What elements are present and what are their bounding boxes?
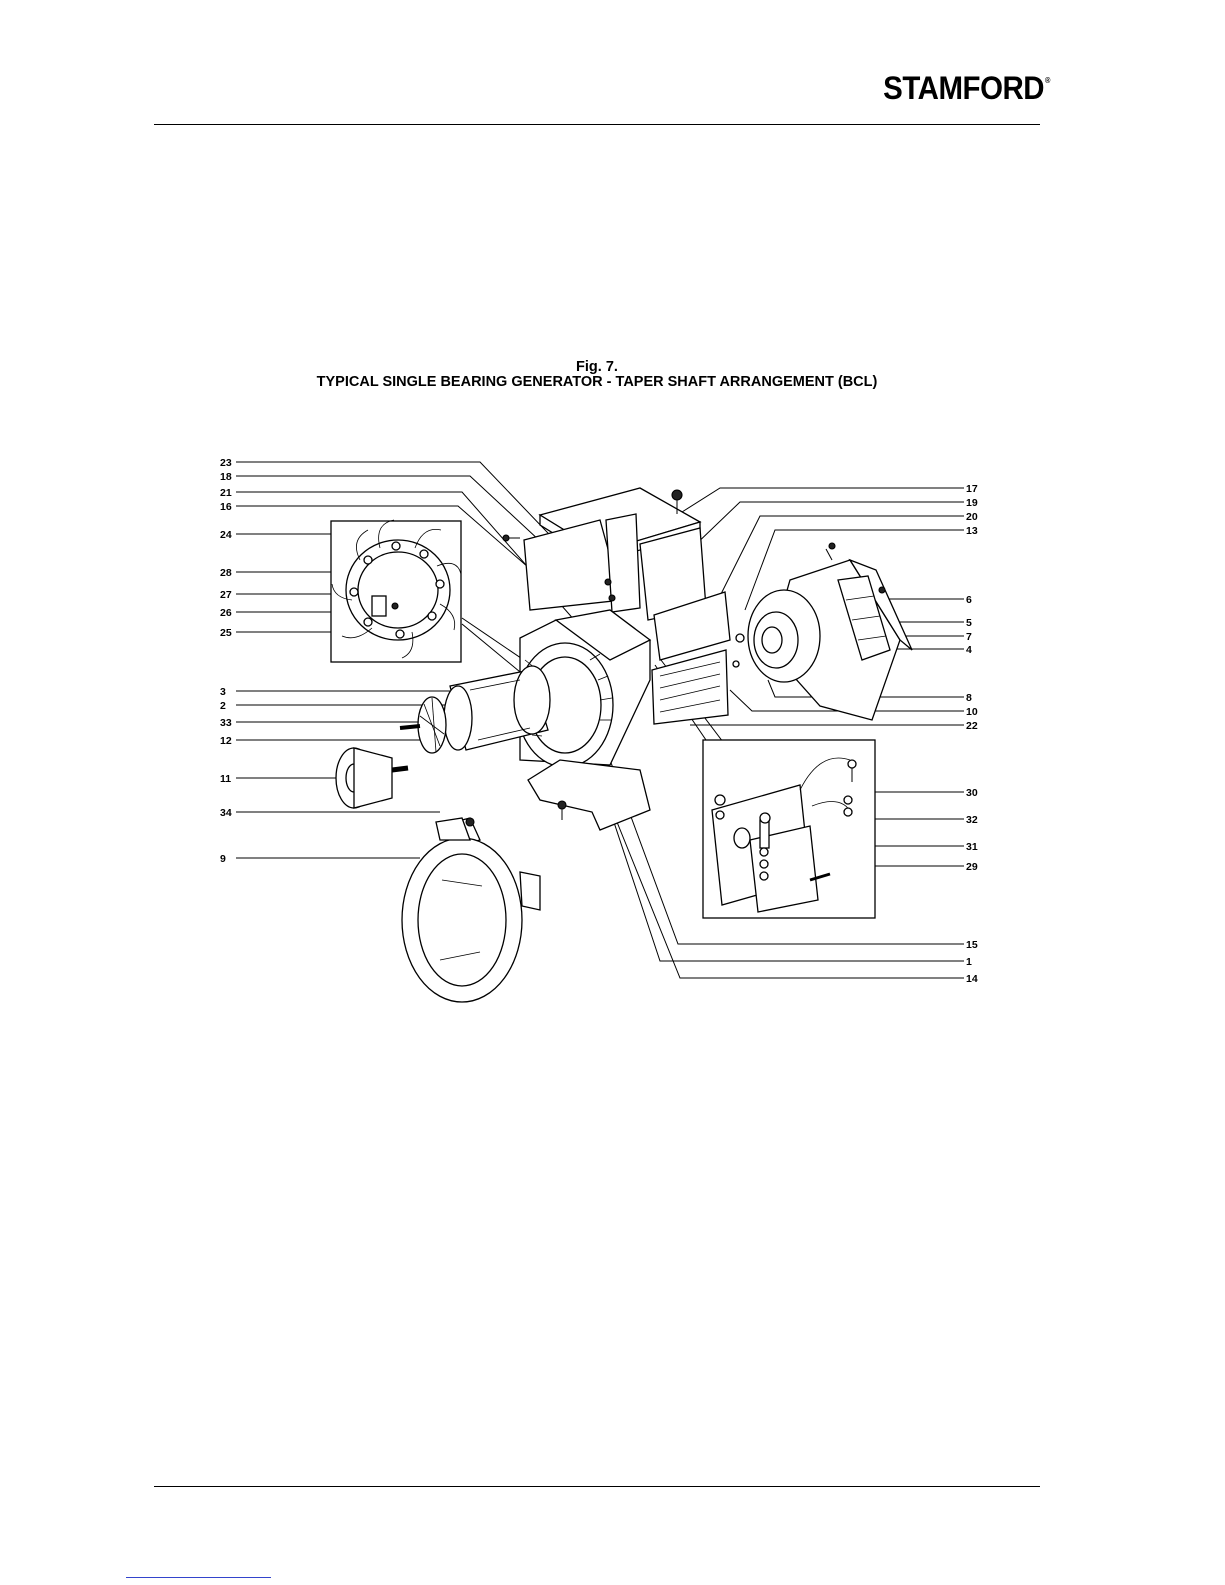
callout-label-right-8: 8	[966, 692, 972, 704]
left-callout-labels: 23 18 21 16 24 28 27 26 25 3 2 33 12 11 34 9	[220, 457, 232, 865]
callout-label-left-11: 11	[220, 773, 231, 785]
callout-label-right-10: 10	[966, 706, 978, 718]
callout-label-right-7: 7	[966, 631, 972, 643]
callout-label-left-28: 28	[220, 567, 232, 579]
callout-label-right-6: 6	[966, 594, 972, 606]
air-outlet-louvre	[652, 650, 728, 724]
callout-label-right-32: 32	[966, 814, 978, 826]
footer-link-underline	[126, 1577, 271, 1578]
callout-label-left-2: 2	[220, 700, 226, 712]
callout-label-left-23: 23	[220, 457, 232, 469]
callout-label-left-18: 18	[220, 471, 232, 483]
callout-label-left-9: 9	[220, 853, 226, 865]
callout-label-left-21: 21	[220, 487, 232, 499]
coupling-hub	[336, 748, 408, 808]
right-callout-labels: 17 19 20 13 6 5 74 8 10 22 30 32 31 29 15 1 14	[966, 483, 978, 985]
callout-label-left-27: 27	[220, 589, 232, 601]
callout-label-left-33: 33	[220, 717, 232, 729]
callout-label-right-5: 5	[966, 617, 972, 629]
callout-label-right-4: 4	[966, 644, 972, 656]
callout-label-right-20: 20	[966, 511, 978, 523]
callout-label-left-12: 12	[220, 735, 232, 747]
callout-label-right-29: 29	[966, 861, 978, 873]
callout-label-right-30: 30	[966, 787, 978, 799]
callout-label-left-16: 16	[220, 501, 232, 513]
callout-label-right-19: 19	[966, 497, 978, 509]
inset-avr-bracket	[703, 740, 875, 918]
callout-label-right-15: 15	[966, 939, 978, 951]
callout-label-left-25: 25	[220, 627, 232, 639]
callout-label-right-13: 13	[966, 525, 978, 537]
callout-label-left-3: 3	[220, 686, 226, 698]
inset-terminal-ring	[331, 520, 461, 662]
callout-label-left-24: 24	[220, 529, 232, 541]
callout-label-right-1: 1	[966, 956, 972, 968]
callout-label-left-26: 26	[220, 607, 232, 619]
callout-label-right-17: 17	[966, 483, 978, 495]
footer-rule	[154, 1486, 1040, 1487]
callout-label-left-34: 34	[220, 807, 232, 819]
callout-label-right-14: 14	[966, 973, 978, 985]
callout-label-right-22: 22	[966, 720, 978, 732]
callout-label-right-31: 31	[966, 841, 978, 853]
adaptor-ring	[402, 818, 540, 1002]
